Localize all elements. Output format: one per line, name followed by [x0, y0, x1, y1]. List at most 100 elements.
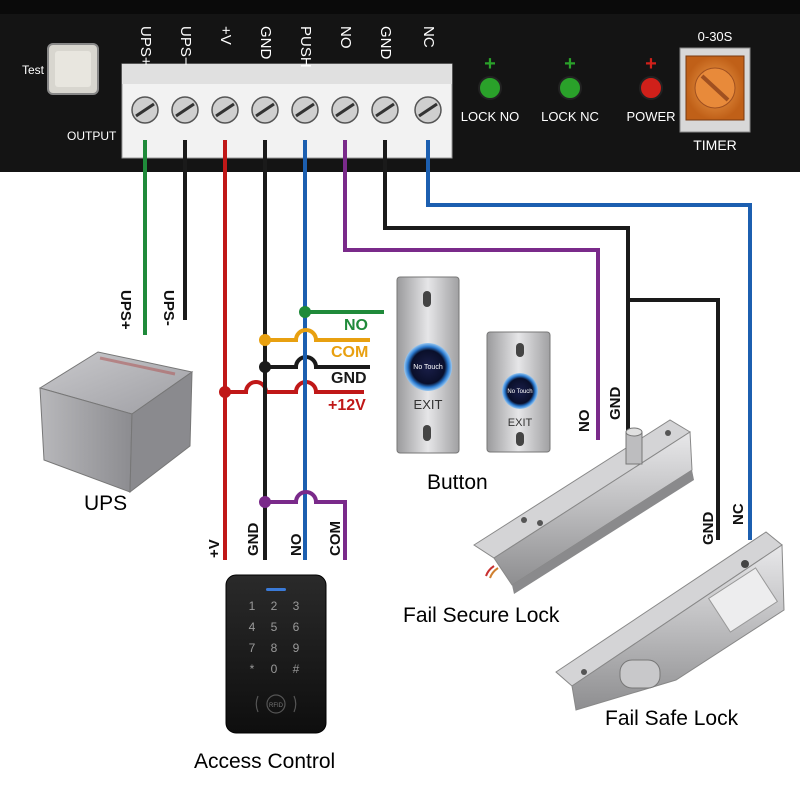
- junction-gnd: [259, 361, 271, 373]
- controller-top-edge: [0, 0, 800, 14]
- caption-fail-secure-lock: Fail Secure Lock: [403, 604, 560, 627]
- button-wire-gnd: GND: [331, 370, 367, 387]
- keypad-key[interactable]: 4: [249, 620, 256, 634]
- fail-safe-bolt: [619, 659, 661, 689]
- wire-label-access-no: NO: [288, 533, 305, 556]
- junction-com-access: [259, 496, 271, 508]
- timer-range-label: 0-30S: [698, 29, 733, 44]
- wires: [143, 140, 752, 560]
- terminal-label-7: GND: [377, 26, 394, 60]
- button-wire-com: COM: [331, 344, 368, 361]
- terminal-screw-7[interactable]: [371, 96, 399, 124]
- test-label: Test: [22, 63, 45, 77]
- terminal-label-6: NO: [337, 26, 354, 49]
- terminal-screws: [131, 96, 442, 124]
- exit-button-small[interactable]: [486, 331, 551, 453]
- terminal-screw-4[interactable]: [251, 96, 279, 124]
- terminal-screw-2[interactable]: [171, 96, 199, 124]
- indicator-label: LOCK NO: [461, 109, 520, 124]
- terminal-label-1: UPS+: [137, 26, 154, 66]
- wire-no-secure: [343, 140, 600, 440]
- junction-com: [259, 334, 271, 346]
- caption-access-control: Access Control: [194, 750, 336, 773]
- keypad-key[interactable]: 7: [249, 641, 256, 655]
- keypad-keys: 1 2 3 4 5 6 7 8 9 * 0 #: [249, 599, 300, 676]
- wire-label-access-com: COM: [327, 521, 344, 556]
- timer-label: TIMER: [693, 137, 737, 153]
- rfid-label: RFID: [269, 703, 284, 709]
- button-touch-text-large: No Touch: [413, 364, 443, 371]
- timer-dial[interactable]: [679, 47, 751, 133]
- indicator-lock-no: + LOCK NO: [461, 53, 520, 124]
- wire-com-access: [265, 490, 347, 560]
- terminal-label-4: GND: [257, 26, 274, 60]
- ups-box: [38, 351, 194, 494]
- indicator-led: [639, 76, 663, 100]
- terminal-screw-6[interactable]: [331, 96, 359, 124]
- indicator-lock-nc: + LOCK NC: [541, 53, 599, 124]
- indicator-plus: +: [484, 53, 496, 75]
- indicator-power: + POWER: [626, 53, 675, 124]
- wire-label-access-v: +V: [206, 539, 223, 558]
- fail-safe-label-plate: [707, 567, 779, 633]
- indicator-label: POWER: [626, 109, 675, 124]
- button-exit-text-small: EXIT: [508, 417, 533, 429]
- keypad-key[interactable]: 5: [271, 620, 278, 634]
- terminal-block-header: [122, 64, 452, 84]
- caption-fail-safe-lock: Fail Safe Lock: [605, 707, 739, 730]
- button-wire-12v: +12V: [328, 397, 366, 414]
- terminal-label-5: PUSH: [297, 26, 314, 68]
- keypad-key[interactable]: 8: [271, 641, 278, 655]
- wire-label-ups-minus: UPS-: [160, 290, 177, 326]
- junction-red: [219, 386, 231, 398]
- wire-label-access-gnd: GND: [245, 523, 262, 557]
- indicator-plus: +: [564, 53, 576, 75]
- wire-label-ups-plus: UPS+: [117, 290, 134, 330]
- button-exit-text-large: EXIT: [414, 397, 443, 412]
- test-button[interactable]: [47, 43, 99, 95]
- indicator-led: [478, 76, 502, 100]
- caption-ups: UPS: [84, 492, 128, 515]
- keypad-key[interactable]: 0: [271, 662, 278, 676]
- access-control-keypad[interactable]: 1 2 3 4 5 6 7 8 9 * 0 #: [225, 574, 327, 734]
- wire-label-secure-gnd: GND: [607, 387, 624, 421]
- wire-label-safe-nc: NC: [730, 503, 747, 525]
- keypad-key[interactable]: 2: [271, 599, 278, 613]
- button-wire-no: NO: [344, 317, 368, 334]
- fail-secure-bolt: [625, 431, 643, 465]
- wire-nc-safe: [426, 140, 752, 540]
- keypad-key[interactable]: *: [250, 662, 255, 676]
- exit-button-large[interactable]: [396, 276, 460, 454]
- keypad-key[interactable]: 6: [293, 620, 300, 634]
- indicator-label: LOCK NC: [541, 109, 599, 124]
- wire-com-button: [265, 328, 370, 342]
- terminal-label-8: NC: [420, 26, 437, 48]
- controller-panel: [0, 0, 800, 172]
- junction-no: [299, 306, 311, 318]
- rfid-ring-inner: [266, 694, 286, 714]
- indicator-led: [558, 76, 582, 100]
- wire-label-secure-no: NO: [576, 409, 593, 432]
- rfid-waves: [255, 695, 297, 713]
- keypad-key[interactable]: 9: [293, 641, 300, 655]
- fail-secure-lock: [473, 419, 694, 594]
- terminal-screw-1[interactable]: [131, 96, 159, 124]
- wire-label-safe-gnd: GND: [700, 512, 717, 546]
- output-label: OUTPUT: [67, 129, 117, 143]
- terminal-screw-8[interactable]: [414, 96, 442, 124]
- indicator-plus: +: [645, 53, 657, 75]
- caption-button: Button: [427, 471, 488, 494]
- terminal-screw-3[interactable]: [211, 96, 239, 124]
- terminal-label-3: +V: [217, 26, 234, 45]
- fail-safe-lock: [555, 531, 785, 711]
- keypad-key[interactable]: #: [293, 662, 300, 676]
- keypad-key[interactable]: 1: [249, 599, 256, 613]
- keypad-key[interactable]: 3: [293, 599, 300, 613]
- button-touch-text-small: No Touch: [507, 389, 532, 395]
- wire-gnd-locks: [383, 140, 720, 540]
- terminal-screw-5[interactable]: [291, 96, 319, 124]
- wire-red-12v: [225, 380, 364, 394]
- terminal-label-2: UPS−: [177, 26, 194, 66]
